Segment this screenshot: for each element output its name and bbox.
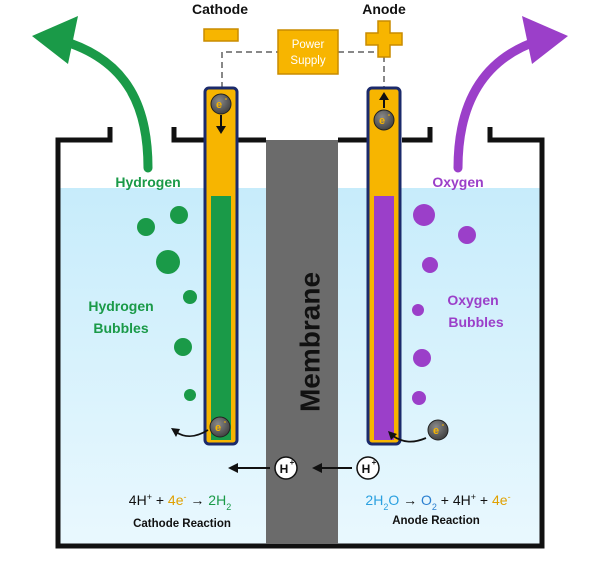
proton-left: H + bbox=[274, 456, 298, 480]
power-supply-label-1: Power bbox=[292, 39, 325, 51]
cathode-submerged bbox=[211, 196, 231, 440]
oxygen-bubble bbox=[412, 304, 424, 316]
hydrogen-bubbles-label-1: Hydrogen bbox=[88, 298, 153, 314]
oxygen-bubble bbox=[413, 349, 431, 367]
wire-anode bbox=[338, 51, 385, 88]
proton-right: H + bbox=[356, 456, 380, 480]
plus-sign-icon bbox=[365, 20, 403, 58]
hydrogen-outlet-arrow bbox=[55, 35, 153, 173]
electron-anode-bottom: e - bbox=[427, 419, 449, 441]
proton-arrow-cathode-head-icon bbox=[228, 463, 238, 473]
oxygen-bubbles-label-1: Oxygen bbox=[447, 292, 498, 308]
svg-text:H: H bbox=[280, 462, 289, 476]
hydrogen-bubbles-label-2: Bubbles bbox=[93, 320, 148, 336]
cathode-reaction-equation: 4H+ + 4e- → 2H2 bbox=[129, 492, 231, 512]
hydrogen-bubble bbox=[156, 250, 180, 274]
hydrogen-bubble bbox=[137, 218, 155, 236]
svg-text:H: H bbox=[362, 462, 371, 476]
container-lid-left bbox=[171, 127, 208, 143]
cathode-label: Cathode bbox=[192, 1, 248, 17]
electron-curve-arrow-left-head-icon bbox=[171, 428, 180, 437]
anode-reaction-equation: 2H2O → O2 + 4H+ + 4e- bbox=[365, 492, 510, 512]
electron-up-arrow-head-icon bbox=[379, 92, 389, 100]
svg-text:-: - bbox=[388, 110, 391, 119]
hydrogen-gas-label: Hydrogen bbox=[115, 174, 180, 190]
power-supply-box bbox=[277, 29, 339, 75]
electron-cathode-bottom: e - bbox=[209, 416, 231, 438]
anode-label: Anode bbox=[362, 1, 406, 17]
svg-text:e: e bbox=[379, 115, 385, 127]
svg-text:-: - bbox=[224, 417, 227, 426]
membrane bbox=[266, 140, 338, 544]
membrane-label: Membrane bbox=[294, 272, 325, 412]
oxygen-bubbles-label-2: Bubbles bbox=[448, 314, 503, 330]
container-lid-right bbox=[402, 127, 433, 143]
cathode-reaction-name: Cathode Reaction bbox=[133, 518, 231, 530]
svg-text:+: + bbox=[290, 458, 295, 467]
anode-reaction-name: Anode Reaction bbox=[392, 515, 480, 527]
oxygen-bubble bbox=[413, 204, 435, 226]
hydrogen-bubble bbox=[174, 338, 192, 356]
svg-text:e: e bbox=[216, 99, 222, 111]
oxygen-bubble bbox=[458, 226, 476, 244]
electron-curve-arrow-right bbox=[392, 435, 427, 443]
electron-anode-top: e - bbox=[373, 109, 395, 131]
electron-curve-arrow-right-head-icon bbox=[388, 431, 397, 440]
power-supply-label-2: Supply bbox=[290, 55, 325, 67]
hydrogen-arrow-head-icon bbox=[32, 16, 78, 64]
electron-curve-arrow-left bbox=[175, 429, 209, 438]
svg-text:-: - bbox=[442, 420, 445, 429]
svg-text:-: - bbox=[225, 94, 228, 103]
svg-text:e: e bbox=[215, 422, 221, 434]
oxygen-bubble bbox=[412, 391, 426, 405]
container-wall bbox=[55, 127, 545, 549]
electron-cathode-top: e - bbox=[210, 93, 232, 115]
hydrogen-bubble bbox=[183, 290, 197, 304]
oxygen-bubble bbox=[422, 257, 438, 273]
oxygen-arrow-head-icon bbox=[522, 16, 568, 64]
minus-sign-icon bbox=[203, 28, 239, 42]
oxygen-outlet-arrow bbox=[453, 35, 545, 173]
svg-text:+: + bbox=[372, 458, 377, 467]
svg-text:e: e bbox=[433, 425, 439, 437]
anode-submerged bbox=[374, 196, 394, 440]
oxygen-gas-label: Oxygen bbox=[432, 174, 483, 190]
hydrogen-bubble bbox=[170, 206, 188, 224]
proton-arrow-membrane-head-icon bbox=[312, 463, 322, 473]
hydrogen-bubble bbox=[184, 389, 196, 401]
electron-flow-arrow-head-icon bbox=[216, 126, 226, 134]
wire-cathode bbox=[221, 51, 280, 88]
